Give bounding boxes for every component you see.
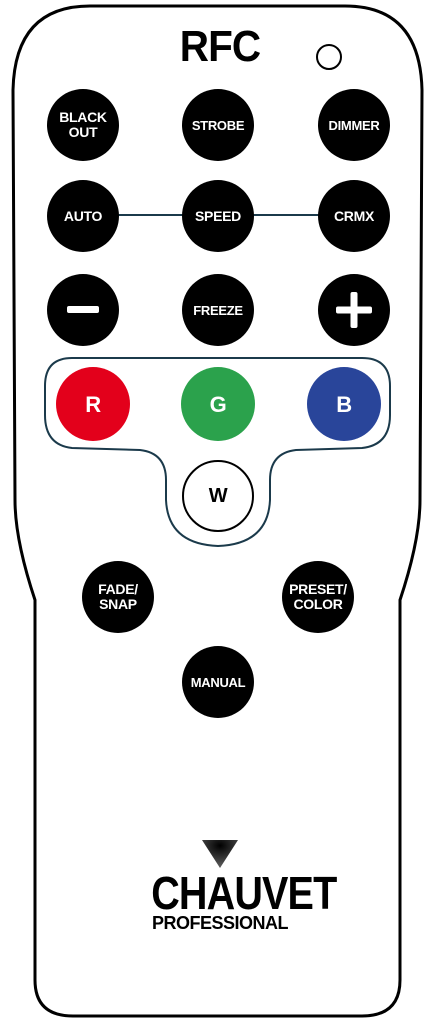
plus-button[interactable]	[318, 274, 390, 346]
brand-subtitle: PROFESSIONAL	[151, 913, 289, 933]
red-button[interactable]: R	[56, 367, 130, 441]
white-button[interactable]: W	[182, 460, 254, 532]
blue-button[interactable]: B	[307, 367, 381, 441]
dimmer-button[interactable]: DIMMER	[318, 89, 390, 161]
remote-title: RFC	[179, 22, 261, 71]
strobe-button[interactable]: STROBE	[182, 89, 254, 161]
crmx-button[interactable]: CRMX	[318, 180, 390, 252]
blackout-button[interactable]: BLACK OUT	[47, 89, 119, 161]
preset-color-button[interactable]: PRESET/ COLOR	[282, 561, 354, 633]
auto-button[interactable]: AUTO	[47, 180, 119, 252]
brand-name: CHAUVET	[151, 867, 337, 919]
ir-led-indicator	[316, 44, 342, 70]
minus-icon	[67, 306, 99, 313]
manual-button[interactable]: MANUAL	[182, 646, 254, 718]
fade-snap-button[interactable]: FADE/ SNAP	[82, 561, 154, 633]
chauvet-logo-icon	[202, 840, 238, 868]
speed-button[interactable]: SPEED	[182, 180, 254, 252]
plus-icon	[336, 292, 372, 328]
freeze-button[interactable]: FREEZE	[182, 274, 254, 346]
green-button[interactable]: G	[181, 367, 255, 441]
minus-button[interactable]	[47, 274, 119, 346]
